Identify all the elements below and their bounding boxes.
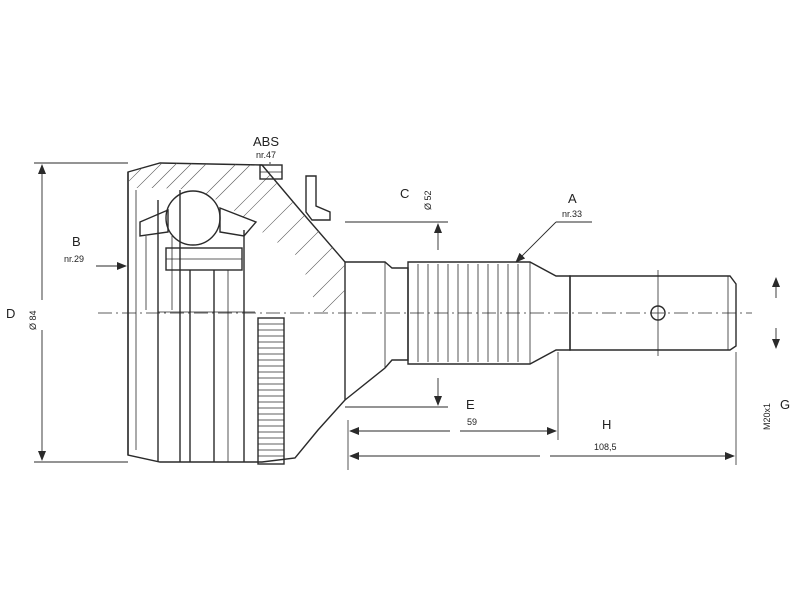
- label-b-letter: B: [72, 234, 81, 249]
- label-c-value: Ø 52: [423, 190, 433, 210]
- section-hatching: [128, 163, 345, 312]
- dim-d: [34, 162, 128, 463]
- label-g-letter: G: [780, 397, 790, 412]
- joint-neck: [344, 261, 409, 401]
- threaded-stub: [569, 270, 737, 356]
- label-a-note: nr.33: [562, 209, 582, 219]
- dim-c: [345, 221, 448, 408]
- label-e-letter: E: [466, 397, 475, 412]
- dim-e: [347, 352, 559, 470]
- label-e-value: 59: [467, 417, 477, 427]
- spline-shaft: [407, 261, 571, 365]
- abs-ring: [257, 164, 285, 465]
- ball-and-cage: [139, 190, 258, 310]
- label-c-letter: C: [400, 186, 409, 201]
- label-d-letter: D: [6, 306, 15, 321]
- leader-a: [515, 221, 592, 263]
- label-b-note: nr.29: [64, 254, 84, 264]
- label-a-letter: A: [568, 191, 577, 206]
- joint-housing: [127, 162, 346, 463]
- label-d-value: Ø 84: [28, 310, 38, 330]
- label-abs-note: nr.47: [256, 150, 276, 160]
- abs-bracket: [305, 175, 331, 221]
- label-h-letter: H: [602, 417, 611, 432]
- label-g-value: M20x1: [762, 403, 772, 430]
- dim-h: [349, 352, 737, 465]
- label-h-value: 108,5: [594, 442, 617, 452]
- label-abs-letter: ABS: [253, 134, 279, 149]
